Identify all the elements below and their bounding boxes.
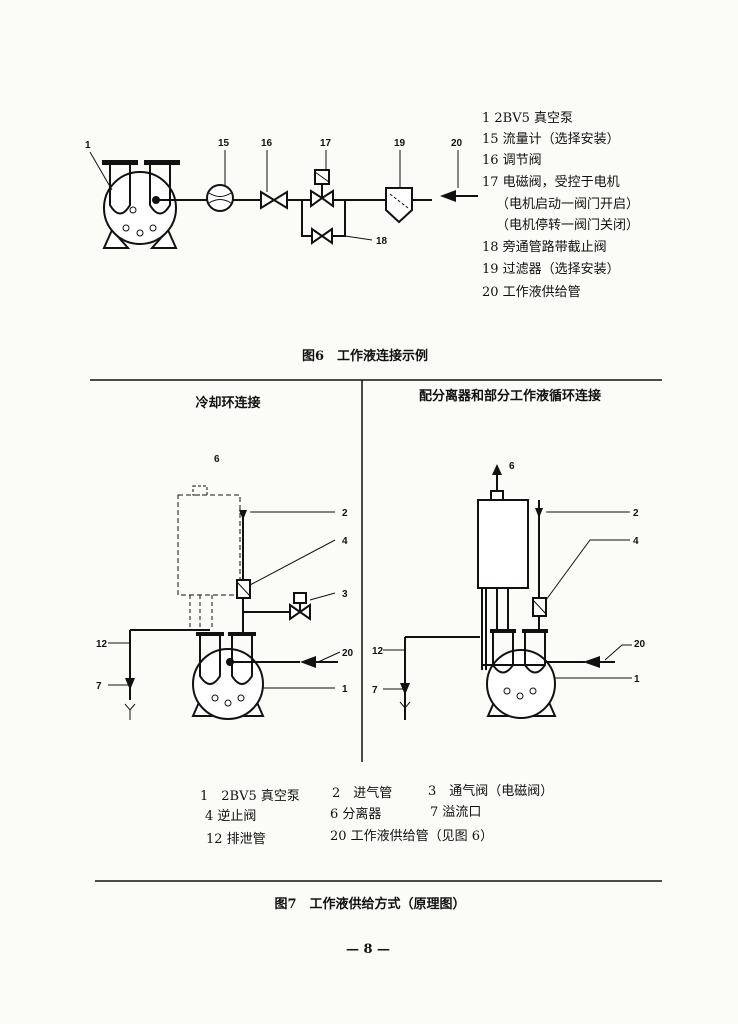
page-number: — 8 —: [346, 942, 390, 957]
regulating-valve-icon: [260, 190, 288, 210]
right-diagram-title: 配分离器和部分工作液循环连接: [419, 388, 601, 404]
figure-6-diagram: 1 15 16 17 18 19 20: [85, 138, 478, 249]
legend-item: 16 调节阀: [482, 153, 542, 168]
legend-item: 6 分离器: [330, 806, 381, 822]
divider-lines: [90, 379, 662, 882]
label-overflow: 7: [372, 685, 378, 696]
label-bypass: 18: [376, 236, 388, 247]
legend-item: 7 溢流口: [430, 805, 481, 820]
label-inlet: 2: [633, 508, 639, 519]
label-supply: 20: [342, 648, 354, 659]
legend-item: 12 排泄管: [206, 832, 266, 847]
legend-item: 15 流量计（选择安装）: [482, 132, 620, 147]
figure-6-caption: 图6 工作液连接示例: [302, 348, 428, 364]
label-drain: 12: [96, 639, 108, 650]
legend-item: （电机停转一阀门关闭）: [496, 217, 639, 233]
legend-item: 2 进气管: [332, 785, 392, 801]
flowmeter-icon: [206, 184, 234, 212]
legend-item: （电机启动一阀门开启）: [496, 197, 639, 212]
vacuum-pump-icon: [102, 160, 180, 249]
label-overflow: 7: [96, 681, 102, 692]
left-diagram-title: 冷却环连接: [195, 395, 260, 411]
legend-item: 20 工作液供给管: [482, 285, 581, 300]
legend-item: 4 逆止阀: [205, 808, 256, 824]
label-vent-valve: 3: [342, 589, 348, 600]
label-check-valve: 4: [633, 536, 639, 547]
vent-valve-icon: [289, 592, 311, 621]
legend-item: 19 过滤器（选择安装）: [482, 262, 620, 277]
label-solenoid-valve: 17: [320, 138, 332, 149]
vacuum-pump-icon: [482, 629, 557, 719]
bypass-valve-icon: [311, 227, 333, 245]
legend-item: 18 旁通管路带截止阀: [482, 239, 607, 255]
label-regulating-valve: 16: [261, 138, 273, 149]
legend-item: 1 2BV5 真空泵: [482, 111, 573, 126]
label-supply: 20: [634, 639, 646, 650]
supply-arrow-icon: [440, 190, 478, 202]
label-separator: 6: [509, 461, 515, 472]
cooling-ring-diagram: 6 2 4 3 12 7 20 1: [96, 454, 354, 720]
figure-7-legend: 1 2BV5 真空泵 2 进气管 3 通气阀（电磁阀） 4 逆止阀 6 分离器 …: [200, 783, 553, 847]
legend-item: 3 通气阀（电磁阀）: [428, 783, 553, 799]
label-pump: 1: [634, 674, 640, 685]
legend-item: 1 2BV5 真空泵: [200, 789, 300, 804]
label-supply: 20: [451, 138, 463, 149]
label-inlet: 2: [342, 508, 348, 519]
label-filter: 19: [394, 138, 406, 149]
filter-icon: [385, 187, 413, 224]
figure-7-caption: 图7 工作液供给方式（原理图）: [274, 896, 465, 912]
separator-circulation-diagram: 6 2 4 12 7 20 1: [372, 461, 646, 720]
label-separator: 6: [214, 454, 220, 465]
label-drain: 12: [372, 646, 384, 657]
vacuum-pump-icon: [191, 632, 265, 720]
solenoid-valve-icon: [310, 169, 334, 208]
figure-6-legend: 1 2BV5 真空泵 15 流量计（选择安装） 16 调节阀 17 电磁阀，受控…: [482, 111, 639, 300]
legend-item: 17 电磁阀，受控于电机: [482, 175, 620, 190]
label-pump: 1: [85, 140, 91, 151]
label-flowmeter: 15: [218, 138, 230, 149]
legend-item: 20 工作液供给管（见图 6）: [330, 829, 493, 844]
label-check-valve: 4: [342, 536, 348, 547]
label-pump: 1: [342, 684, 348, 695]
